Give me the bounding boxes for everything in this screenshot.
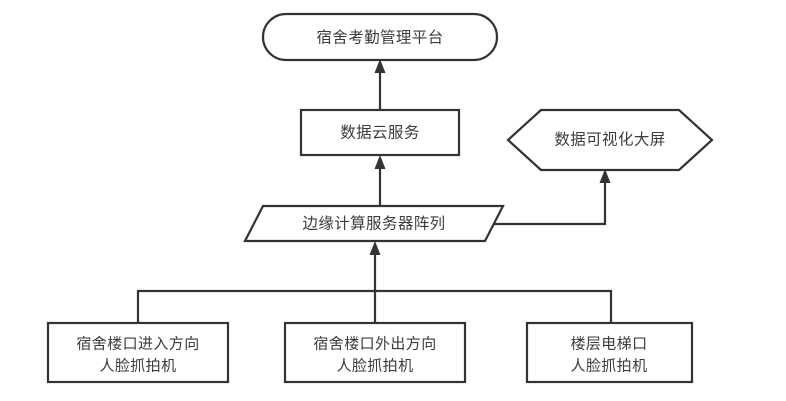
node-cloud-service-shape — [299, 108, 461, 157]
node-visual-screen-shape — [506, 108, 714, 172]
node-visual-screen[interactable]: 数据可视化大屏 — [506, 108, 714, 172]
node-cloud-service-label: 数据云服务 — [340, 124, 420, 142]
edge-edgeservers-to-cloud — [374, 155, 386, 206]
arrow-head-icon — [374, 155, 386, 169]
node-camera-elevator-shape — [525, 321, 694, 384]
node-edge-servers[interactable]: 边缘计算服务器阵列 — [243, 204, 505, 243]
edge-line — [494, 181, 607, 226]
arrow-head-icon — [599, 169, 611, 183]
node-camera-in[interactable]: 宿舍楼口进入方向 人脸抓拍机 — [46, 321, 230, 384]
node-camera-elevator[interactable]: 楼层电梯口 人脸抓拍机 — [525, 321, 694, 384]
edge-cloud-to-platform — [374, 59, 386, 110]
node-camera-elevator-label-line2: 人脸抓拍机 — [570, 357, 647, 375]
node-camera-in-label-line1: 宿舍楼口进入方向 — [76, 335, 199, 353]
node-camera-out-label-line1: 宿舍楼口外出方向 — [313, 335, 436, 353]
node-camera-out-shape — [283, 321, 467, 384]
node-edge-servers-label: 边缘计算服务器阵列 — [302, 214, 445, 233]
edge-edgeservers-to-visualscreen — [494, 169, 611, 226]
node-camera-elevator-label-line1: 楼层电梯口 — [570, 335, 647, 353]
node-camera-out-label-line2: 人脸抓拍机 — [336, 357, 413, 375]
node-cloud-service[interactable]: 数据云服务 — [299, 108, 461, 157]
edge-cameras-bus-to-edgeservers — [136, 241, 613, 323]
node-camera-out[interactable]: 宿舍楼口外出方向 人脸抓拍机 — [283, 321, 467, 384]
node-edge-servers-shape — [243, 204, 505, 243]
arrow-head-icon — [369, 241, 381, 255]
node-camera-in-label-line2: 人脸抓拍机 — [99, 357, 176, 375]
node-platform-shape — [261, 12, 499, 62]
node-platform-label: 宿舍考勤管理平台 — [316, 29, 443, 47]
node-platform[interactable]: 宿舍考勤管理平台 — [261, 12, 499, 62]
node-visual-screen-label: 数据可视化大屏 — [554, 131, 665, 149]
node-camera-in-shape — [46, 321, 230, 384]
arrow-head-icon — [374, 59, 386, 73]
